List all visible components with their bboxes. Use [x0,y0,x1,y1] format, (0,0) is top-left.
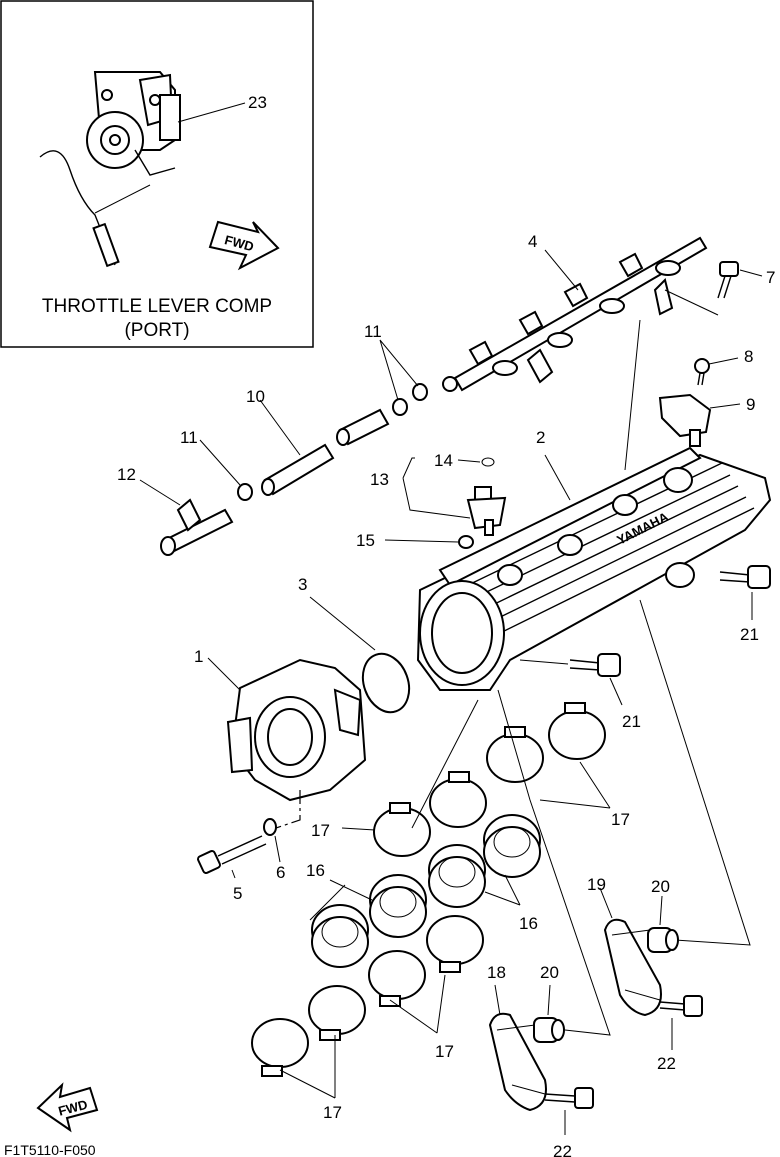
callout-13: 13 [370,470,389,489]
callout-21-lower: 21 [622,712,641,731]
callout-19: 19 [587,875,606,894]
inset-title-line1: THROTTLE LEVER COMP [42,296,272,317]
joints-16 [309,814,541,968]
o-ring-14 [457,457,495,467]
clamps-17-upper [341,702,611,857]
inset-throttle-lever: FWD 23 THROTTLE LEVER COMP (PORT) [0,0,314,348]
bolt-21-lower [519,653,623,706]
grommet-20-lower [533,984,565,1043]
throttle-body [207,657,367,831]
inset-title-line2: (PORT) [124,320,189,341]
hose-10 [259,399,390,496]
sensor-9 [658,393,741,447]
fitting-12 [139,479,234,556]
callout-21-upper: 21 [740,625,759,644]
callout-18: 18 [487,963,506,982]
injector-13 [402,457,507,536]
callout-22-upper: 22 [657,1054,676,1073]
callout-17-mid: 17 [435,1042,454,1061]
callout-16-right: 16 [519,914,538,933]
callout-7: 7 [766,268,775,287]
callout-17-left: 17 [311,821,330,840]
bolt-5 [197,835,267,879]
drawing-code: F1T5110-F050 [4,1142,96,1157]
gasket-3 [309,596,411,714]
callout-6: 6 [276,863,285,882]
clamps-11 [199,339,428,501]
callout-5: 5 [233,884,242,903]
callout-17-right: 17 [611,810,630,829]
clamps-17-lower [251,915,484,1099]
fwd-arrow-inset-icon: FWD [208,220,280,271]
callout-10: 10 [246,387,265,406]
callout-14: 14 [434,451,453,470]
callout-1: 1 [194,647,203,666]
seal-15 [384,535,474,549]
callout-2: 2 [536,428,545,447]
fwd-arrow-main-icon: FWD [36,1082,99,1133]
callout-9: 9 [746,395,755,414]
bracket-18 [488,984,547,1112]
callout-8: 8 [744,347,753,366]
callout-15: 15 [356,531,375,550]
callout-23: 23 [248,93,267,112]
callout-20-lower: 20 [540,963,559,982]
washer-6 [263,818,281,863]
callout-labels: 1 2 3 4 5 6 7 8 9 10 11 11 12 13 14 15 1… [117,232,775,1157]
callout-16-left: 16 [306,861,325,880]
callout-20-upper: 20 [651,877,670,896]
callout-11-top: 11 [364,322,382,341]
fuel-rail [442,236,719,471]
bolt-21-upper [719,565,771,620]
bolt-22-upper [659,995,703,1050]
bolt-22-lower [544,1087,594,1135]
throttle-lever-assembly [39,71,246,268]
callout-17-bottom: 17 [323,1103,342,1122]
callout-3: 3 [298,575,307,594]
grommet-20-upper [647,895,679,953]
bolt-7 [717,261,763,299]
bolt-8 [694,357,739,386]
inset-fwd-label: FWD [223,232,255,254]
callout-11-left: 11 [180,428,198,447]
intake-manifold: YAMAHA [416,446,772,691]
callout-4: 4 [528,232,537,251]
callout-12: 12 [117,465,136,484]
bracket-19 [599,887,662,1017]
callout-22-lower: 22 [553,1142,572,1157]
inset-frame [0,0,314,348]
main-fwd-label: FWD [57,1097,89,1119]
